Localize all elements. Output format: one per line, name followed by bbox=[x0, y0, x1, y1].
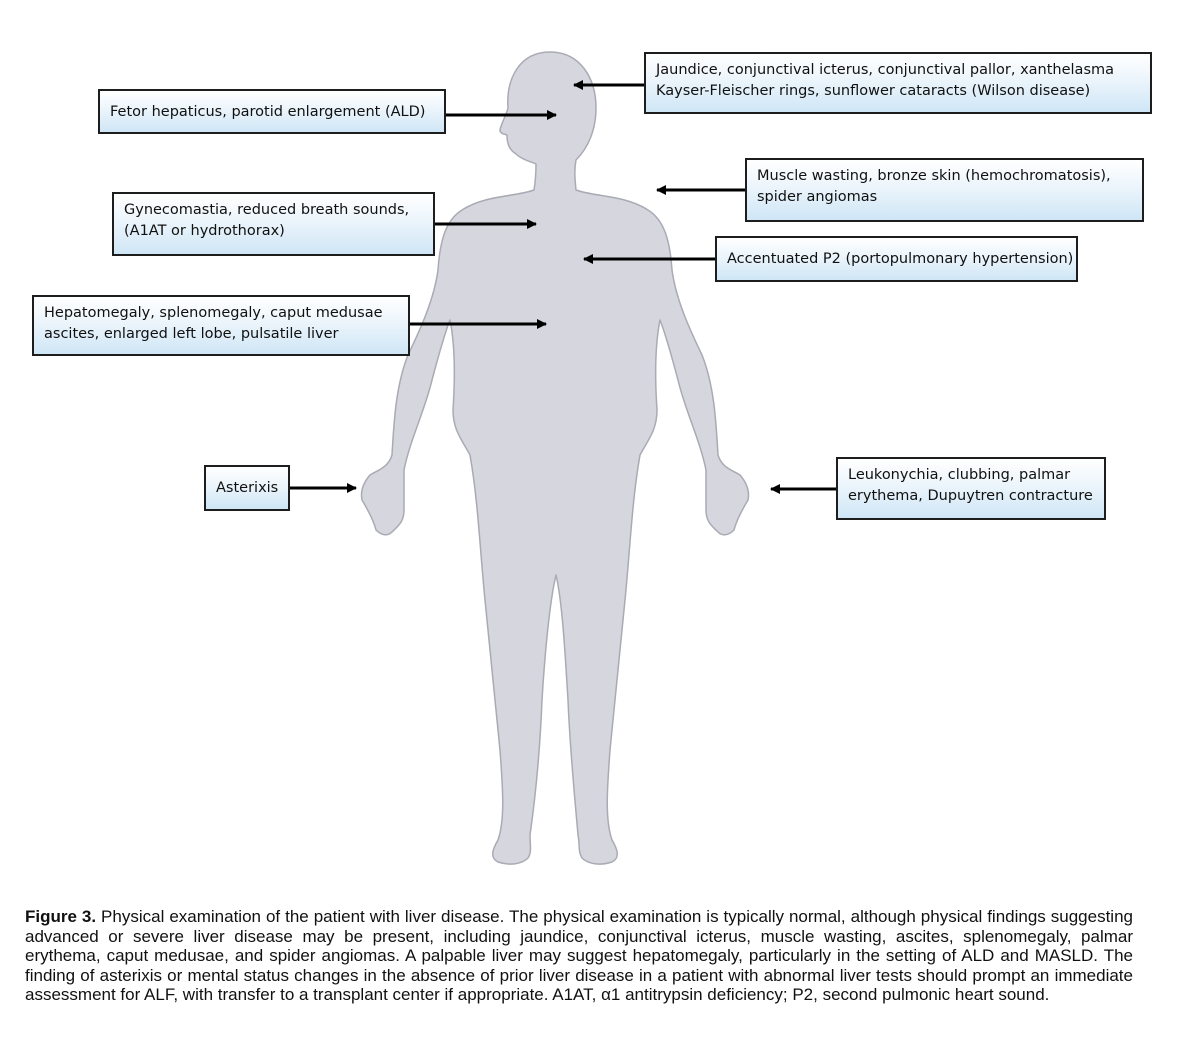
callout-chest-line1: Gynecomastia, reduced breath sounds, bbox=[124, 202, 410, 218]
callout-abdomen: Hepatomegaly, splenomegaly, caput medusa… bbox=[32, 295, 410, 356]
callout-heart-line1: Accentuated P2 (portopulmonary hypertens… bbox=[727, 251, 1074, 267]
callout-right-hand-line2: erythema, Dupuytren contracture bbox=[848, 488, 1093, 504]
arrows bbox=[290, 80, 836, 494]
callout-eyes-line1: Jaundice, conjunctival icterus, conjunct… bbox=[656, 62, 1115, 78]
callout-face-line1: Fetor hepaticus, parotid enlargement (AL… bbox=[110, 104, 426, 120]
callout-left-hand: Asterixis bbox=[204, 465, 290, 511]
callout-right-hand-line1: Leukonychia, clubbing, palmar bbox=[848, 467, 1071, 483]
callout-chest-line2: (A1AT or hydrothorax) bbox=[124, 223, 285, 239]
callout-right-hand: Leukonychia, clubbing, palmar erythema, … bbox=[836, 457, 1106, 520]
figure-caption: Figure 3. Physical examination of the pa… bbox=[25, 907, 1133, 1005]
callout-face: Fetor hepaticus, parotid enlargement (AL… bbox=[98, 89, 446, 134]
callout-skin: Muscle wasting, bronze skin (hemochromat… bbox=[745, 158, 1144, 222]
callout-skin-line1: Muscle wasting, bronze skin (hemochromat… bbox=[757, 168, 1111, 184]
figure-label: Figure 3. bbox=[25, 907, 97, 926]
callout-eyes-line2: Kayser-Fleischer rings, sunflower catara… bbox=[656, 83, 1091, 99]
body-diagram bbox=[290, 51, 836, 865]
callout-chest: Gynecomastia, reduced breath sounds, (A1… bbox=[112, 192, 435, 256]
callout-left-hand-line1: Asterixis bbox=[216, 480, 279, 496]
human-body-silhouette bbox=[360, 51, 750, 865]
callout-skin-line2: spider angiomas bbox=[757, 189, 878, 205]
callout-abdomen-line1: Hepatomegaly, splenomegaly, caput medusa… bbox=[44, 305, 383, 321]
callout-heart: Accentuated P2 (portopulmonary hypertens… bbox=[715, 236, 1078, 282]
callout-eyes: Jaundice, conjunctival icterus, conjunct… bbox=[644, 52, 1152, 114]
figure-caption-text: Physical examination of the patient with… bbox=[25, 907, 1133, 1004]
callout-abdomen-line2: ascites, enlarged left lobe, pulsatile l… bbox=[44, 326, 339, 342]
